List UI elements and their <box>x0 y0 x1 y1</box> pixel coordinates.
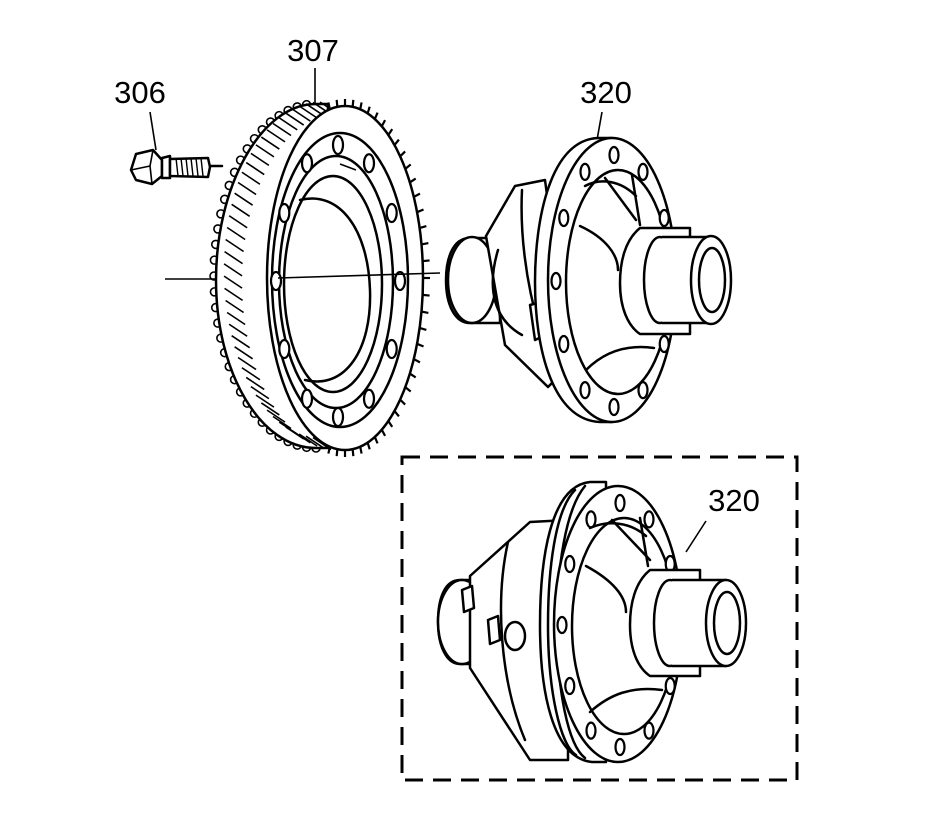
gear-helix-line <box>266 129 286 143</box>
gear-helix-line <box>291 430 311 444</box>
gear-helix-line <box>224 250 244 265</box>
gear-helix-line <box>241 171 261 185</box>
flange-bolt-hole <box>585 721 597 740</box>
gear-helix-line <box>291 108 311 122</box>
gear-helix-line <box>278 117 298 131</box>
gear-helix-line <box>266 409 286 423</box>
gear-helix-line <box>285 112 305 126</box>
flange-bolt-hole <box>556 615 568 635</box>
gear-bolt-hole <box>385 338 398 360</box>
gear-helix-line <box>223 275 243 289</box>
flange-bolt-hole <box>579 162 591 181</box>
gear-helix-line <box>223 263 243 277</box>
gear-bolt-hole <box>300 153 314 174</box>
gear-helix-line <box>226 226 246 241</box>
flange-bolt-hole <box>643 510 655 529</box>
gear-helix-line <box>241 367 261 381</box>
bolt-thread <box>200 157 204 177</box>
flange-bolt-hole <box>564 676 576 696</box>
gear-helix-line <box>272 122 292 137</box>
gear-bolt-hole <box>278 202 291 224</box>
gear-helix-line <box>245 161 265 176</box>
callout-320-top: 320 <box>580 75 632 110</box>
gear-helix-line <box>250 152 270 167</box>
gear-helix-line <box>226 311 246 326</box>
bolt-306 <box>129 148 224 186</box>
gear-helix-line <box>231 203 251 217</box>
gear-helix-line <box>225 238 245 253</box>
gear-bolt-hole <box>331 406 345 428</box>
flange-bolt-hole <box>558 208 570 228</box>
flange-bolt-hole <box>550 271 562 291</box>
bolt-thread <box>175 157 179 177</box>
inset-dashed-frame <box>400 455 799 782</box>
gear-bolt-hole <box>393 270 407 292</box>
gear-bolt-hole <box>269 270 283 292</box>
flange-bolt-hole <box>658 208 670 228</box>
flange-bolt-hole <box>558 334 570 354</box>
gear-bolt-hole <box>278 338 291 360</box>
flange-bolt-hole <box>664 676 676 696</box>
flange-bolt-hole <box>564 554 576 574</box>
gear-helix-line <box>224 287 244 302</box>
flange-bolt-hole <box>658 334 670 354</box>
bolt-thread <box>190 157 194 177</box>
gear-bolt-hole <box>385 202 398 224</box>
ring-gear-307 <box>165 99 441 457</box>
gear-helix-line <box>260 136 280 150</box>
gear-helix-line <box>228 323 248 337</box>
gear-helix-line <box>260 402 280 416</box>
flange-bolt-hole <box>614 737 626 757</box>
callout-306: 306 <box>114 75 166 110</box>
gear-helix-line <box>255 144 275 158</box>
flange-bolt-hole <box>637 381 649 400</box>
gear-helix-line <box>305 435 325 449</box>
gear-helix-line <box>245 376 265 391</box>
gear-helix-line <box>237 356 257 371</box>
gear-helix-line <box>231 335 251 349</box>
gear-helix-line <box>234 346 254 360</box>
gear-helix-line <box>298 433 318 447</box>
bolt-thread <box>195 157 199 177</box>
flange-bolt-hole <box>585 510 597 529</box>
flange-bolt-hole <box>643 721 655 740</box>
flange-bolt-hole <box>579 381 591 400</box>
gear-helix-line <box>225 299 245 314</box>
gear-bolt-hole <box>362 388 376 409</box>
flange-bolt-hole <box>608 145 620 165</box>
gear-helix-line <box>298 105 318 119</box>
gear-bolt-hole <box>300 388 314 409</box>
gear-helix-line <box>237 181 257 196</box>
gear-helix-line <box>255 394 275 408</box>
gear-helix-line <box>250 385 270 400</box>
callout-320-bottom: 320 <box>708 483 760 518</box>
callout-307: 307 <box>287 33 339 68</box>
flange-bolt-hole <box>608 397 620 417</box>
leader-lines <box>149 68 707 553</box>
differential-case-320-top <box>444 136 733 424</box>
gear-helix-line <box>228 215 248 229</box>
gear-bolt-hole <box>331 134 345 156</box>
gear-bolt-hole <box>362 153 376 174</box>
gear-helix-line <box>234 192 254 206</box>
bolt-thread <box>185 157 189 177</box>
flange-bolt-hole <box>637 162 649 181</box>
flange-bolt-hole <box>614 493 626 513</box>
bolt-thread <box>180 157 184 177</box>
differential-case-320-assembled <box>436 480 748 764</box>
gear-helix-line <box>272 415 292 430</box>
